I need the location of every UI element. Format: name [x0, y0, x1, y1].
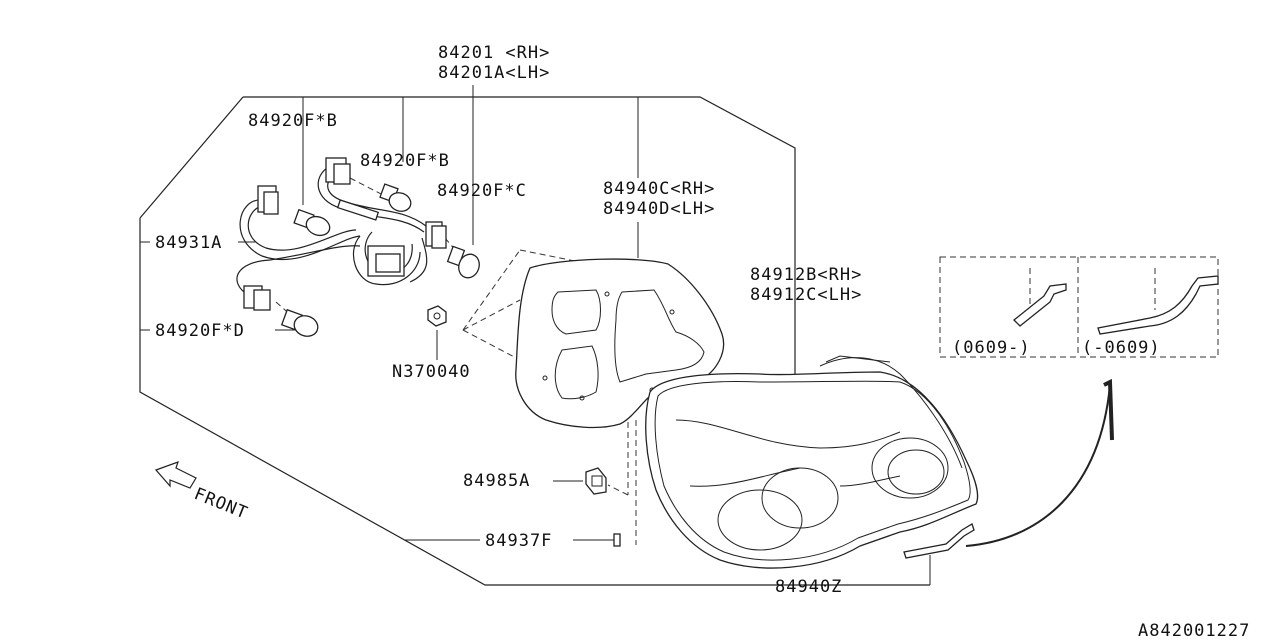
seal-part	[903, 378, 1114, 559]
label-lamp-rh: 84912B<RH>	[750, 265, 862, 285]
label-pin: 84937F	[485, 531, 552, 551]
label-socket-lh: 84201A<LH>	[438, 63, 550, 83]
front-arrow-icon	[154, 461, 197, 489]
clip-part	[585, 467, 607, 495]
label-gasket-lh: 84940D<LH>	[603, 199, 715, 219]
harness-connectors	[243, 157, 447, 311]
pin-part	[613, 533, 621, 547]
label-bulb-c: 84920F*C	[437, 181, 527, 201]
label-detail-old: (-0609)	[1082, 338, 1161, 358]
bulb-c	[446, 245, 480, 279]
label-front: FRONT	[191, 484, 251, 524]
bulb-b-left	[293, 208, 331, 237]
diagram-id: A842001227	[1138, 621, 1250, 640]
nut-part	[427, 305, 447, 327]
lamp-assembly	[645, 355, 979, 569]
label-clip: 84985A	[463, 471, 530, 491]
leader-lines	[140, 85, 931, 586]
bulb-b-right	[379, 183, 412, 212]
label-gasket-rh: 84940C<RH>	[603, 179, 715, 199]
detail-box	[939, 256, 1219, 358]
bulb-d	[280, 308, 319, 337]
label-bulb-b-left: 84920F*B	[248, 111, 338, 131]
label-detail-new: (0609-)	[952, 338, 1031, 358]
label-bulb-b-right: 84920F*B	[360, 151, 450, 171]
label-seal: 84940Z	[775, 577, 842, 597]
label-lamp-lh: 84912C<LH>	[750, 285, 862, 305]
label-bulb-d: 84920F*D	[155, 321, 245, 341]
label-socket-rh: 84201 <RH>	[438, 43, 550, 63]
group-boundary	[139, 96, 930, 586]
label-nut: N370040	[392, 362, 471, 382]
label-harness: 84931A	[155, 233, 222, 253]
